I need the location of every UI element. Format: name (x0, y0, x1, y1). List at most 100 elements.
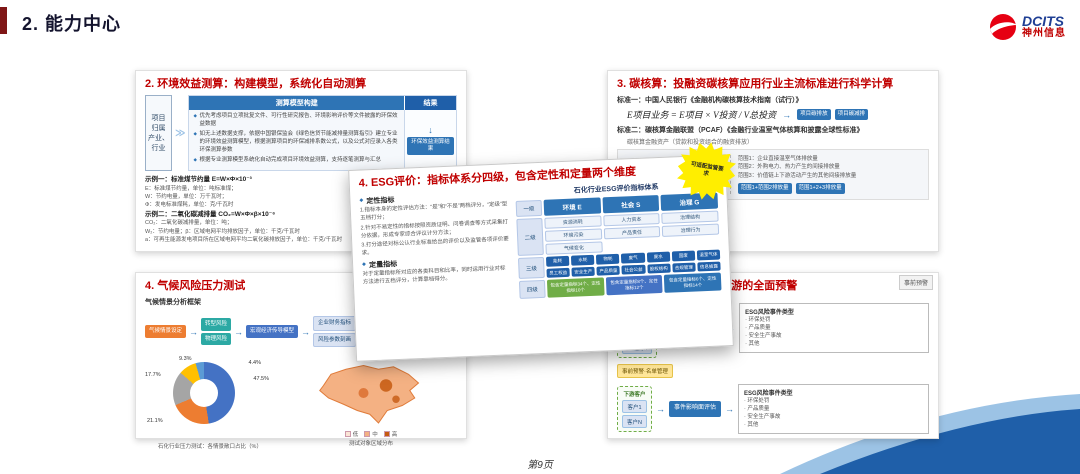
level-chip: 四级 (518, 279, 546, 300)
formula-line: Φ：发电标准煤耗，单位：克/千瓦时 (145, 202, 234, 209)
level3-cell: 固废 (671, 250, 696, 262)
side-label-line: 行业 (151, 145, 166, 153)
level2-cell: 环境污染 (544, 228, 602, 242)
scope-tag: 范围1+范围2排放量 (737, 182, 792, 195)
carbon-formula-1: E项目业务 = E项目 × V投资 / V总投资 (627, 110, 777, 121)
pie-label: 47.5% (253, 375, 269, 382)
page-number: 第9页 (527, 460, 553, 471)
map-legend: 低 中 高 (344, 430, 398, 438)
formula-line: E：标准煤节约量，单位：吨标准煤； (145, 185, 237, 192)
level2-cell: 治理结构 (661, 210, 719, 225)
level3-cell: 温室气体 (696, 249, 721, 261)
warning-corner-tab: 事前预警 (898, 275, 933, 291)
level2-cell: 人力资本 (602, 213, 661, 227)
pie-label: 9.3% (179, 355, 192, 362)
chevron-icon: ≫ (175, 127, 186, 139)
level3-cell: 合规管理 (672, 262, 696, 273)
pie-label: 17.7% (145, 371, 161, 378)
esg-indicator-table: 一级 环境 E 社会 S 治理 G 二级 资源消耗 环境污染 气候变化 人力资本… (515, 192, 722, 300)
level4-box: 包含定量指标8个、定性指标12个 (605, 274, 663, 296)
formula-line: 示例一：标准煤节约量 E=W×Φ×10⁻³ (145, 176, 252, 183)
flow-step: 转型风险 (201, 317, 232, 331)
legend-label: 中 (372, 431, 378, 438)
logo-subbrand-text: 神州信息 (1022, 28, 1066, 40)
event-item: · 环保处罚 (745, 316, 771, 323)
side-label-line: 产业、 (148, 135, 169, 143)
map-caption: 测试对象区域分布 (348, 440, 393, 447)
event-box-title: ESG风险事件类型 (745, 309, 794, 316)
side-label-line: 归属 (151, 125, 166, 133)
env-side-label: 项目 归属 产业、 行业 (145, 95, 172, 171)
badge-text: 可适配监管要求 (690, 161, 724, 178)
env-table-header: 测算模型构建 (189, 96, 404, 111)
carbon-standard-2: 标准二：碳核算金融联盟（PCAF）《金融行业温室气体核算和披露全球性标准》 (617, 127, 864, 135)
level3-cell: 社会公益 (621, 264, 646, 275)
level3-cell: 产品质量 (596, 265, 621, 276)
scope-tag: 范围1+2+3排放量 (795, 182, 845, 195)
arrow-right-icon: → (782, 109, 792, 120)
flow-step: 企业财务指标 (313, 315, 357, 331)
level3-cell: 员工权益 (546, 267, 570, 278)
prewarning-tag: 事前预警·名单管理 (617, 364, 673, 379)
carbon-subtitle-2: 碳核算金融资产（贷款和投资组合的融资排放） (627, 140, 754, 147)
flow-step: 气候情景设定 (145, 325, 187, 338)
event-item: · 产品质量 (744, 406, 770, 413)
env-result-header: 结果 (404, 96, 456, 111)
carbon-standard-1: 标准一：中国人民银行《金融机构碳核算技术指南（试行）》 (617, 97, 803, 105)
event-item: · 安全生产事故 (745, 332, 782, 339)
formula-line: CO₂：二氧化碳减排量，单位：吨； (145, 220, 233, 227)
logo-brand-text: DCITS (1022, 13, 1064, 30)
level3-cell: 信息披露 (697, 261, 721, 272)
company-logo: DCITS 神州信息 (988, 12, 1066, 42)
pie-chart-block: 47.5% 21.1% 17.7% 9.3% 4.4% 石化行业压力测试：各情景… (145, 355, 275, 450)
carbon-tag: 项目碳排放 (797, 109, 831, 121)
level3-cell: 物耗 (596, 253, 620, 265)
side-label-line: 项目 (151, 115, 166, 123)
level-chip: 三级 (517, 257, 545, 279)
arrow-right-icon: → (655, 404, 665, 415)
downstream-box: 下游客户 客户1 客户N (617, 386, 652, 433)
downstream-label: 下游客户 (623, 392, 646, 399)
flow-step: 物理风险 (201, 332, 232, 346)
climate-subtitle: 气候情景分析框架 (145, 299, 201, 307)
legend-label: 高 (391, 431, 398, 438)
level2-cell: 气候变化 (545, 241, 603, 255)
level-chip: 二级 (516, 218, 544, 257)
customer-node: 客户1 (622, 400, 647, 414)
pie-caption: 石化行业压力测试：各情景敞口占比（%） (158, 443, 262, 450)
event-type-box: ESG风险事件类型 · 环保处罚 · 产品质量 · 安全生产事故 · 其他 (739, 302, 929, 353)
level-chip: 一级 (515, 200, 543, 218)
formula-line: 示例二：二氧化碳减排量 CO₂=W×Φ×β×10⁻⁶ (145, 210, 276, 218)
event-item: · 其他 (744, 422, 759, 429)
formula-line: W₂：节约电量；β：区域电网平均排放因子，单位：千克/千瓦时 (145, 228, 301, 235)
event-box-title: ESG风险事件类型 (744, 391, 793, 398)
climate-card-title: 4. 气候风险压力测试 (145, 280, 246, 292)
impact-eval-box: 事件影响面评估 (668, 401, 721, 418)
logo-swirl-icon (990, 14, 1017, 40)
level3-cell: 安全生产 (571, 266, 596, 277)
env-result-box: 环保效益测算结果 (407, 136, 454, 156)
level4-box: 包含定量指标34个、定性指标10个 (546, 277, 605, 298)
title-accent-bar (0, 7, 7, 34)
level3-cell: 能耗 (545, 256, 570, 267)
level3-cell: 股权结构 (646, 263, 671, 274)
env-card-title: 2. 环境效益测算：构建模型，系统化自动测算 (145, 78, 367, 90)
level3-cell: 废气 (621, 252, 645, 264)
formula-line: a：可再生能源发电项目所在区域电网平均二氧化碳排放因子，单位：千克/千瓦时 (145, 236, 343, 243)
event-item: · 产品质量 (745, 324, 771, 331)
carbon-tag: 项目碳减排 (834, 109, 869, 121)
card-esg-evaluation: 可适配监管要求 4. ESG评价：指标体系分四级，包含定性和定量两个维度 定性指… (348, 154, 734, 362)
arrow-right-icon: → (725, 404, 734, 415)
event-item: · 其他 (745, 340, 760, 347)
legend-label: 低 (352, 431, 359, 438)
arrow-right-icon: → (189, 326, 199, 337)
pie-label: 21.1% (147, 417, 163, 424)
page-title: 2. 能力中心 (22, 14, 122, 34)
level4-box: 包含定量指标6个、定性指标14个 (664, 272, 722, 293)
china-map-block: 低 中 高 测试对象区域分布 (285, 358, 457, 447)
event-type-box: ESG风险事件类型 · 环保处罚 · 产品质量 · 安全生产事故 · 其他 (738, 384, 929, 435)
env-formulas: 示例一：标准煤节约量 E=W×Φ×10⁻³ E：标准煤节约量，单位：吨标准煤； … (145, 175, 457, 244)
pillar-header-s: 社会 S (602, 195, 660, 214)
pie-chart (173, 361, 235, 424)
china-map (319, 364, 420, 424)
